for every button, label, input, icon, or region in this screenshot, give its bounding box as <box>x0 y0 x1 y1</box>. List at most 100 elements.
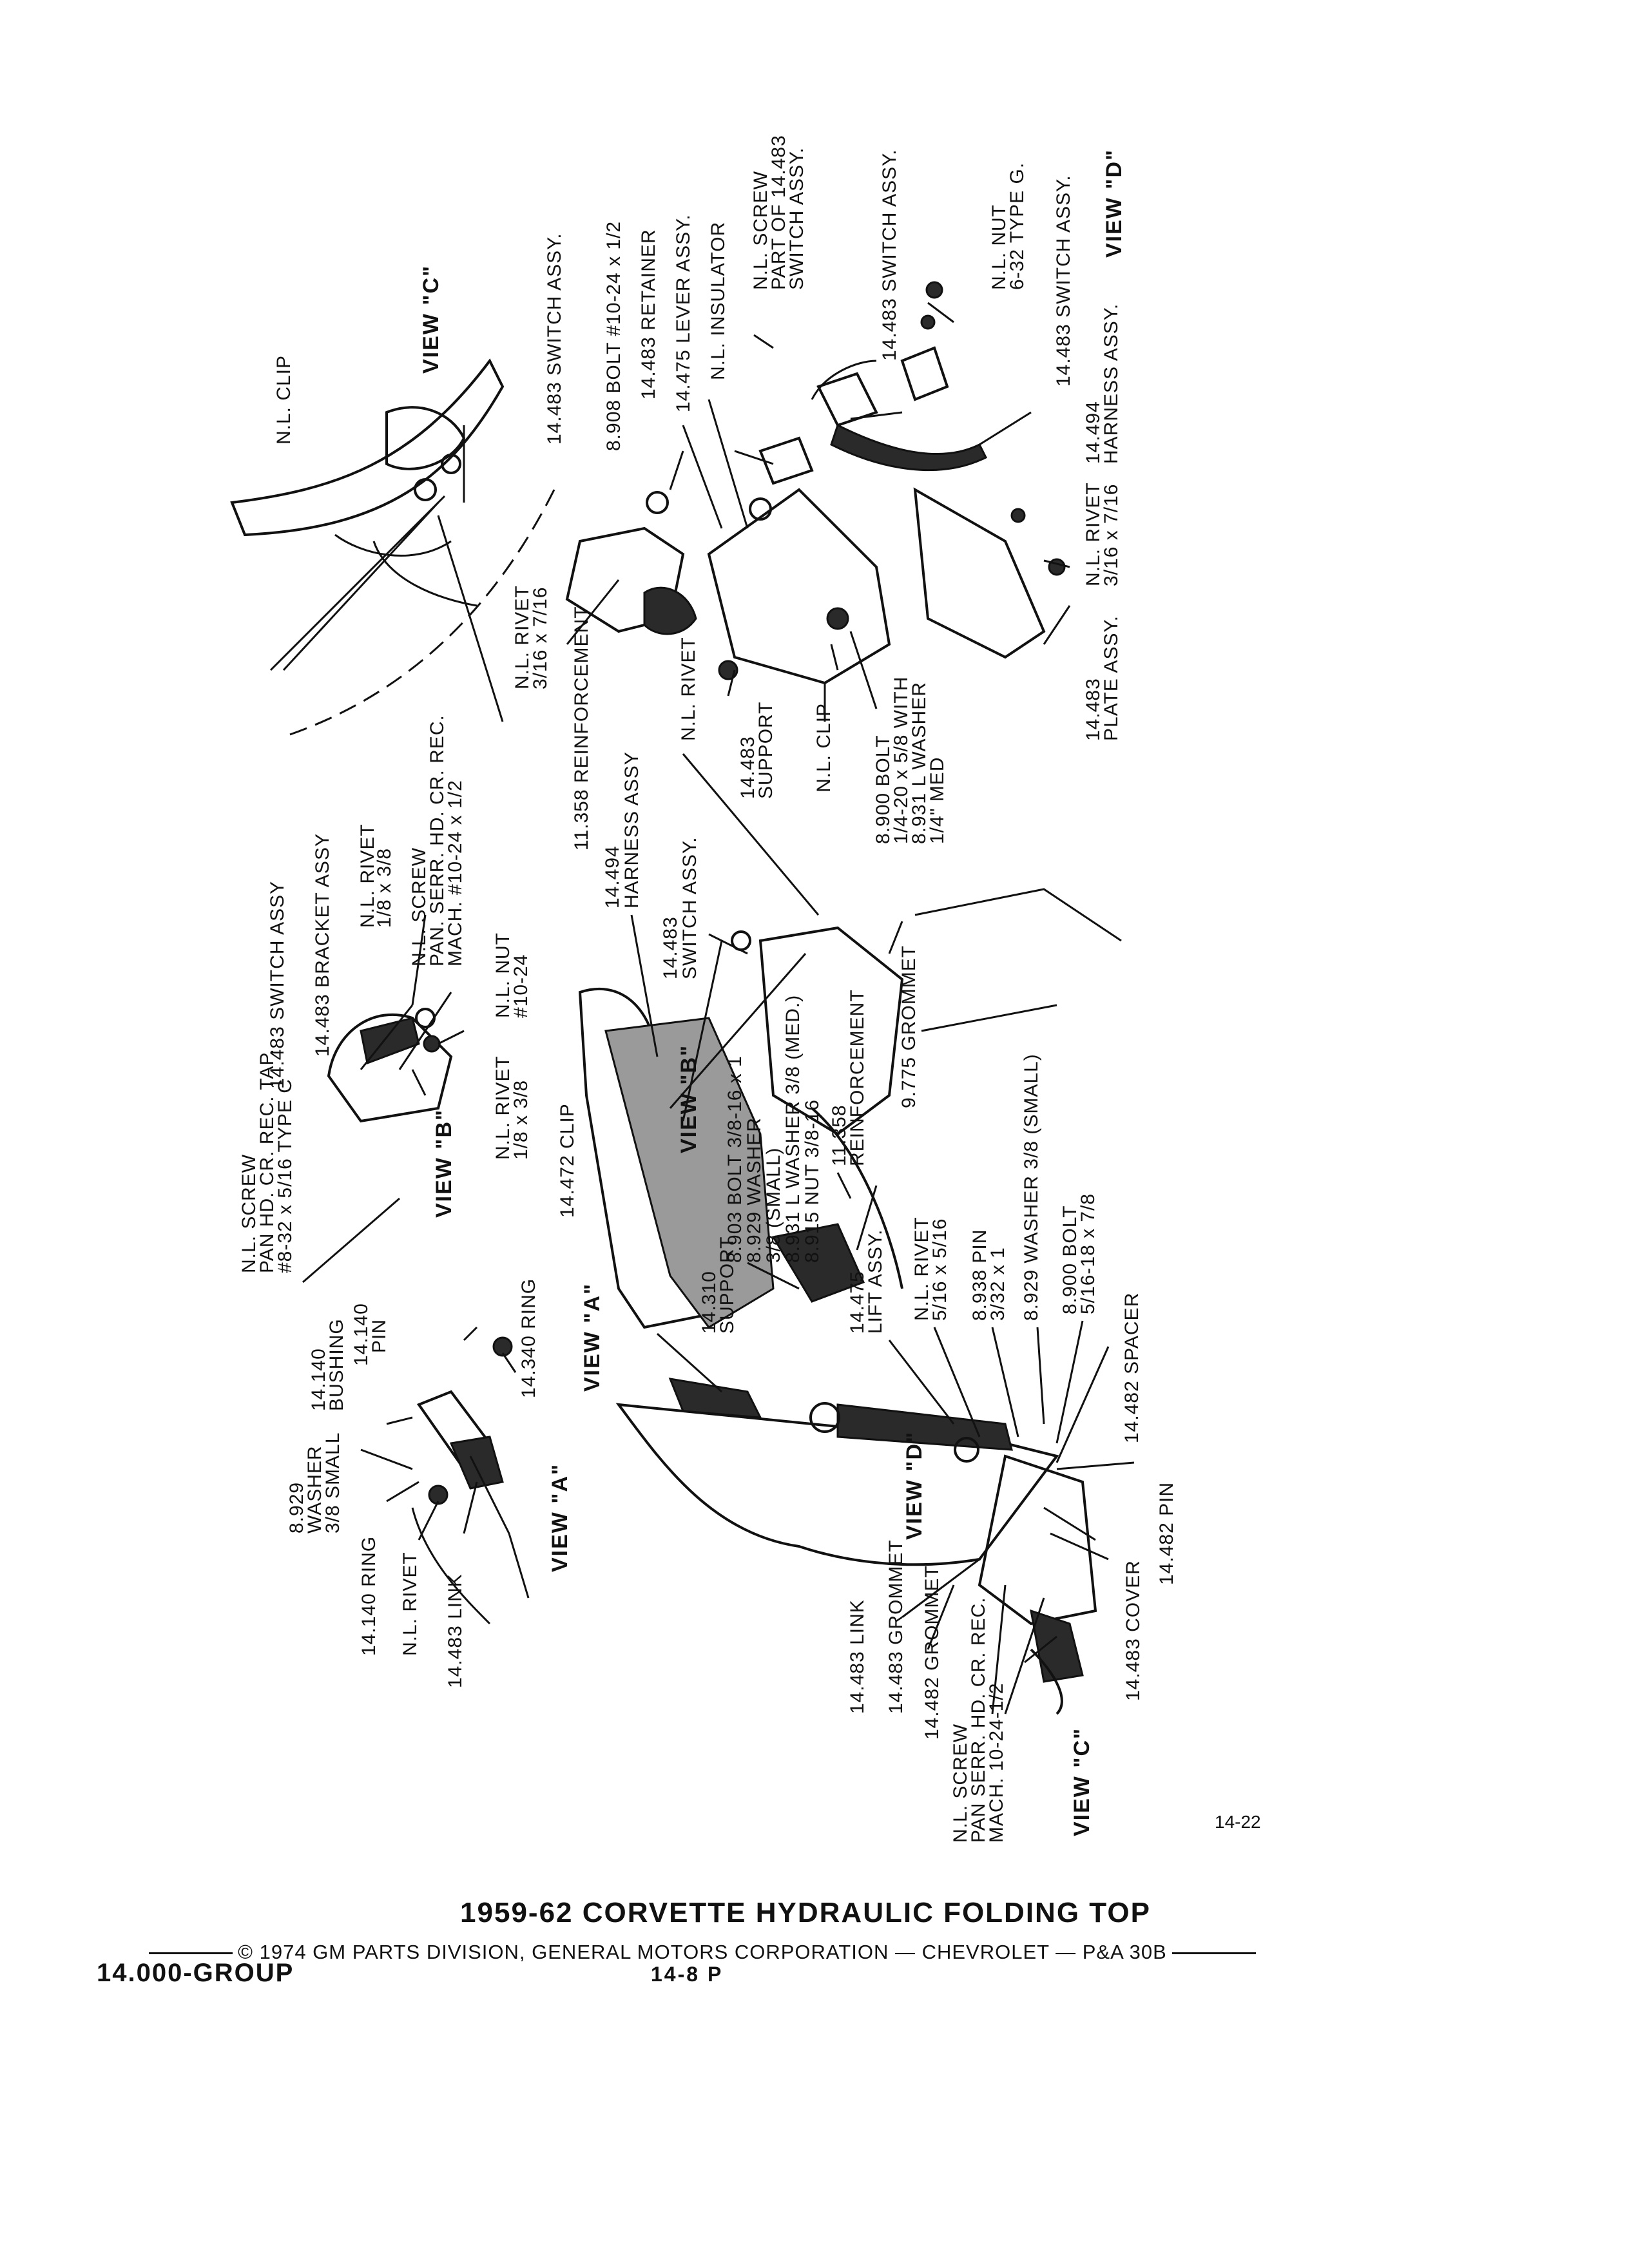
callout-label: N.L. SCREW <box>238 1154 260 1273</box>
callout-label: 14.483 <box>1083 678 1104 741</box>
callout-label: N.L. RIVET <box>678 637 699 741</box>
callout-label: 1/8 x 3/8 <box>510 1080 532 1160</box>
callout-label: N.L. RIVET <box>400 1552 421 1656</box>
view-labels: VIEW "A" VIEW "A" VIEW "B" VIEW "B" VIEW… <box>419 149 1126 1836</box>
callout-label: 14.483 SWITCH ASSY. <box>1053 175 1074 387</box>
callout-label: N.L. RIVET <box>357 823 378 928</box>
callout-label: 1/4-20 x 5/8 WITH <box>891 677 912 844</box>
callout-label: 8.900 BOLT <box>1059 1205 1081 1314</box>
callout-label: 8.929 WASHER 3/8 (SMALL) <box>1021 1053 1042 1321</box>
callout-label: N.L. NUT <box>988 204 1010 290</box>
callout-label: 14.140 <box>351 1303 372 1366</box>
callout-label: PART OF 14.483 <box>768 135 789 290</box>
callout-label: 8.931 L WASHER <box>909 682 930 844</box>
rule-right <box>1171 1952 1256 1955</box>
callout-label: 14.310 <box>699 1271 720 1334</box>
callout-label: 14.340 RING <box>518 1278 539 1398</box>
callout-label: SWITCH ASSY. <box>679 836 700 979</box>
callout-label: BUSHING <box>326 1318 347 1411</box>
callout-label: HARNESS ASSY <box>621 751 642 908</box>
view-b-artwork <box>327 1008 453 1123</box>
callout-label: 14.494 <box>602 845 623 908</box>
callout-label: WASHER <box>304 1445 325 1533</box>
callout-label: SUPPORT <box>755 702 776 799</box>
callout-label: 1/8 x 3/8 <box>374 848 395 928</box>
callout-label: 11.358 <box>829 1104 850 1166</box>
page-title: 1959-62 CORVETTE HYDRAULIC FOLDING TOP <box>460 1897 1151 1928</box>
main-body-artwork <box>578 888 1122 1715</box>
callout-label: 14.140 <box>308 1348 329 1411</box>
view-b-label-2: VIEW "B" <box>677 1044 701 1153</box>
callout-label: 8.929 WASHER <box>744 1117 765 1263</box>
callout-label: 14.483 BRACKET ASSY <box>312 833 333 1057</box>
callout-label: N.L. NUT <box>492 932 514 1018</box>
callout-label: 1/4" MED <box>927 757 948 844</box>
callout-label: 8.903 BOLT 3/8-16 x 1 <box>724 1055 746 1263</box>
callout-label: 3/16 x 7/16 <box>530 587 551 689</box>
callout-label: N.L. RIVET <box>911 1216 932 1321</box>
callout-label: 9.775 GROMMET <box>898 945 920 1108</box>
callout-label: 14.483 <box>660 916 681 979</box>
callout-label: 8.929 <box>286 1482 307 1533</box>
callout-label: N.L. INSULATOR <box>708 222 729 380</box>
callout-label: 3/16 x 7/16 <box>1101 484 1122 586</box>
callout-label: 14.483 SWITCH ASSY. <box>879 149 900 361</box>
callout-label: 14.140 RING <box>358 1536 380 1656</box>
callout-label: MACH. 10-24-1/2 <box>986 1683 1007 1843</box>
callout-label: N.L. RIVET <box>512 585 533 689</box>
callout-label: 8.931 L WASHER 3/8 (MED.) <box>782 995 804 1263</box>
callout-label: 14.483 LINK <box>847 1599 868 1714</box>
callout-label: SWITCH ASSY. <box>786 147 807 290</box>
callout-label: 14.483 GROMMET <box>885 1539 907 1714</box>
callout-label: 14.494 <box>1083 401 1104 464</box>
callout-label: 8.915 NUT 3/8-16 <box>802 1099 823 1263</box>
callout-label: #10-24 <box>510 954 532 1018</box>
callout-label: 14.483 <box>737 736 758 799</box>
callout-labels: N.L. SCREW PAN HD. CR. REC. TAP. #8-32 x… <box>238 135 1177 1843</box>
callout-label: 14.483 RETAINER <box>638 229 659 399</box>
view-d-label: VIEW "D" <box>1102 149 1126 258</box>
leader-lines <box>269 302 1135 1715</box>
callout-label: 14.475 <box>847 1271 868 1334</box>
view-c-label-2: VIEW "C" <box>1070 1727 1094 1836</box>
view-a-label-2: VIEW "A" <box>580 1283 604 1392</box>
view-c-label: VIEW "C" <box>419 265 443 374</box>
rule-left <box>149 1952 233 1955</box>
callout-label: 3/8 SMALL <box>322 1432 343 1533</box>
callout-label: PIN <box>369 1319 390 1353</box>
view-a-label: VIEW "A" <box>548 1463 572 1572</box>
view-b-label: VIEW "B" <box>432 1109 456 1218</box>
callout-label: PLATE ASSY. <box>1101 615 1122 741</box>
callout-label: 14.472 CLIP <box>557 1103 578 1218</box>
callout-label: N.L. CLIP <box>813 703 834 793</box>
reinforcement-artwork <box>565 436 1066 685</box>
view-c-artwork <box>230 358 555 736</box>
callout-label: REINFORCEMENT <box>847 989 868 1166</box>
view-d-artwork <box>811 281 988 472</box>
callout-label: 8.938 PIN <box>969 1229 990 1321</box>
callout-label: N.L. RIVET <box>1083 482 1104 586</box>
callout-label: N.L. SCREW <box>950 1724 971 1843</box>
callout-label: 3/32 x 1 <box>987 1247 1008 1321</box>
callout-label: 5/16 x 5/16 <box>929 1218 950 1321</box>
callout-label: PAN HD. CR. REC. TAP. <box>256 1048 278 1273</box>
callout-label: PAN SERR. HD. CR. REC. <box>968 1597 989 1843</box>
view-a-artwork <box>411 1336 530 1625</box>
callout-label: PAN. SERR. HD. CR. REC. <box>427 715 448 966</box>
callout-label: 14.482 PIN <box>1156 1482 1177 1585</box>
callout-label: 5/16-18 x 7/8 <box>1077 1193 1099 1314</box>
callout-label: 14.483 LINK <box>445 1573 466 1688</box>
page-number: 14-8 P <box>651 1963 724 1986</box>
callout-label: 14.483 COVER <box>1123 1560 1144 1701</box>
callout-label: SUPPORT <box>717 1236 738 1334</box>
callout-label: 3/8 (SMALL) <box>763 1148 784 1263</box>
callout-label: 14.483 SWITCH ASSY <box>267 881 288 1089</box>
copyright-text: © 1974 GM PARTS DIVISION, GENERAL MOTORS… <box>238 1941 1167 1963</box>
group-number: 14.000-GROUP <box>97 1959 294 1987</box>
callout-label: N.L. RIVET <box>492 1055 514 1160</box>
callout-label: 11.358 REINFORCEMENT <box>571 606 592 850</box>
callout-label: N.L. CLIP <box>273 355 294 445</box>
callout-label: 14.475 LEVER ASSY. <box>673 214 694 412</box>
callout-label: MACH. #10-24 x 1/2 <box>445 780 466 966</box>
